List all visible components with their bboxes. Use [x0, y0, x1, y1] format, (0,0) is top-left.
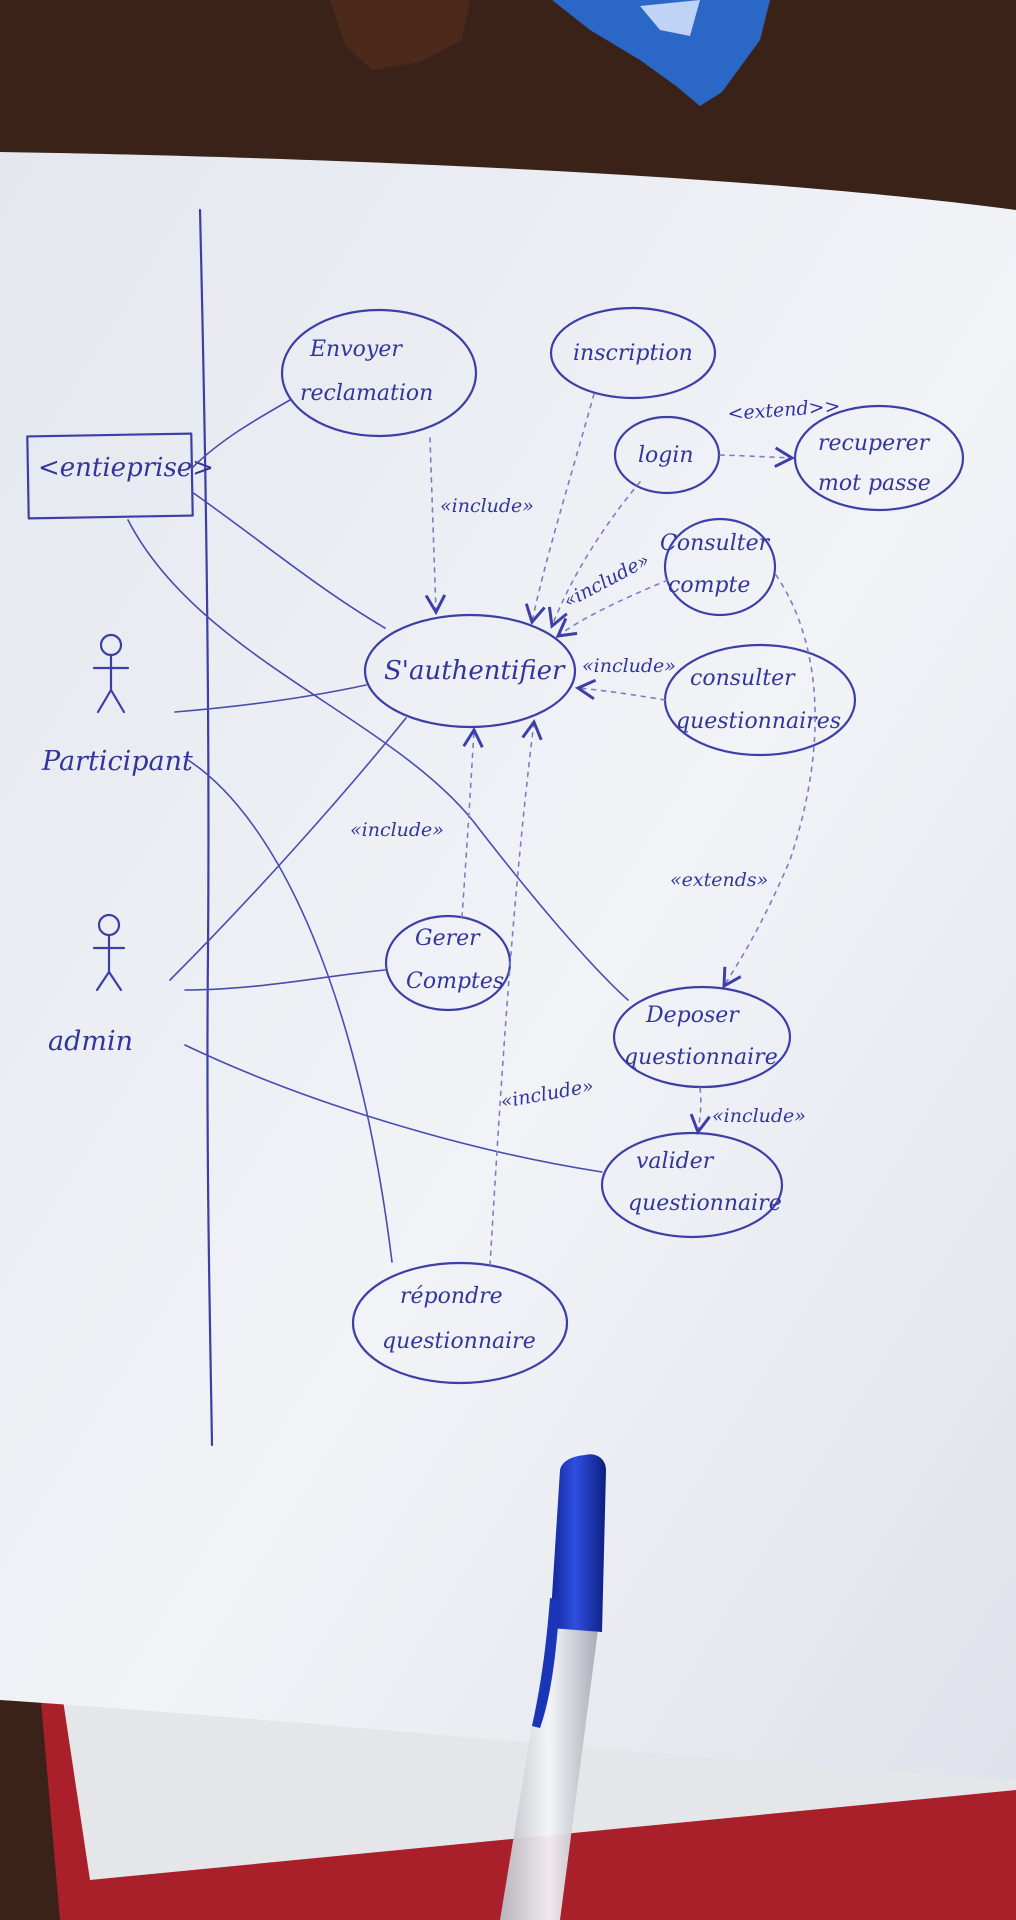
entreprise-actor-label: <entieprise>	[38, 453, 214, 483]
candy-wrapper-blue	[552, 0, 770, 106]
entreprise-actor-box	[26, 432, 194, 520]
usecase-gerer-comptes-line2: Comptes	[406, 969, 504, 994]
usecase-recuperer-line1: recuperer	[818, 431, 931, 456]
pen-clip	[532, 1598, 560, 1728]
assoc-admin-valider	[184, 1044, 603, 1173]
paper-sheet	[0, 152, 1016, 1780]
system-boundary	[198, 208, 214, 1447]
stereo-include-valider: «include»	[712, 1105, 806, 1127]
rel-include-valider	[689, 1087, 711, 1136]
candy-wrapper-highlight	[640, 0, 700, 36]
rel-include-repondre	[489, 718, 543, 1266]
assoc-entreprise-reclamation	[191, 399, 291, 469]
ballpoint-pen	[500, 1454, 606, 1920]
assoc-entreprise-authentifier	[191, 491, 386, 629]
usecase-repondre-questionnaire	[351, 1261, 569, 1385]
usecase-deposer-line2: questionnaire	[624, 1045, 778, 1070]
assoc-participant-authentifier	[174, 684, 367, 713]
usecase-consulter-compte	[663, 517, 777, 617]
usecase-repondre-line2: questionnaire	[382, 1329, 536, 1354]
admin-stick-figure	[92, 913, 126, 992]
assoc-admin-gerer	[184, 969, 386, 991]
rel-include-gerer	[461, 726, 484, 918]
usecase-valider-line1: valider	[636, 1149, 715, 1174]
usecase-gerer-comptes-line1: Gerer	[415, 926, 481, 951]
usecase-recuperer-line2: mot passe	[818, 471, 931, 496]
rel-include-consulter-compte	[555, 579, 669, 638]
participant-label: Participant	[41, 746, 193, 777]
usecase-consulter-compte-line1: Consulter	[660, 531, 771, 556]
usecase-consulter-questionnaires-line2: questionnaires	[676, 709, 841, 734]
usecase-consulter-compte-line2: compte	[668, 573, 750, 598]
usecase-valider-line2: questionnaire	[628, 1191, 782, 1216]
usecase-inscription-label: inscription	[573, 341, 693, 366]
pen-body	[500, 1628, 598, 1920]
participant-stick-figure	[92, 633, 130, 714]
usecase-deposer-line1: Deposer	[645, 1003, 740, 1028]
stereo-include-reclamation: «include»	[440, 495, 534, 517]
stereo-include-questionnaires: «include»	[582, 655, 676, 677]
usecase-envoyer-reclamation-line2: reclamation	[300, 381, 433, 406]
assoc-entreprise-deposer	[127, 519, 629, 1001]
usecase-consulter-questionnaires-line1: consulter	[690, 666, 796, 691]
usecase-login-label: login	[638, 443, 694, 468]
pen-cap	[550, 1454, 606, 1632]
usecase-repondre-line1: répondre	[400, 1284, 503, 1309]
stereo-include-gerer: «include»	[350, 819, 444, 841]
rel-include-login	[547, 481, 641, 629]
admin-label: admin	[48, 1026, 133, 1057]
usecase-inscription	[549, 306, 717, 400]
usecase-login	[613, 415, 721, 495]
usecase-deposer-questionnaire	[612, 985, 792, 1089]
assoc-admin-authentifier	[169, 717, 407, 981]
usecase-envoyer-reclamation-line1: Envoyer	[309, 337, 403, 362]
candy-wrapper-brown	[330, 0, 470, 70]
rel-include-inscription	[524, 393, 595, 626]
rel-include-consulter-questionnaires	[574, 678, 666, 701]
assoc-participant-repondre	[187, 759, 393, 1263]
usecase-s-authentifier-label: S'authentifier	[384, 656, 566, 686]
rel-extends-deposer	[722, 574, 816, 989]
usecase-envoyer-reclamation	[280, 308, 478, 438]
stereo-extends-deposer: «extends»	[670, 869, 768, 891]
